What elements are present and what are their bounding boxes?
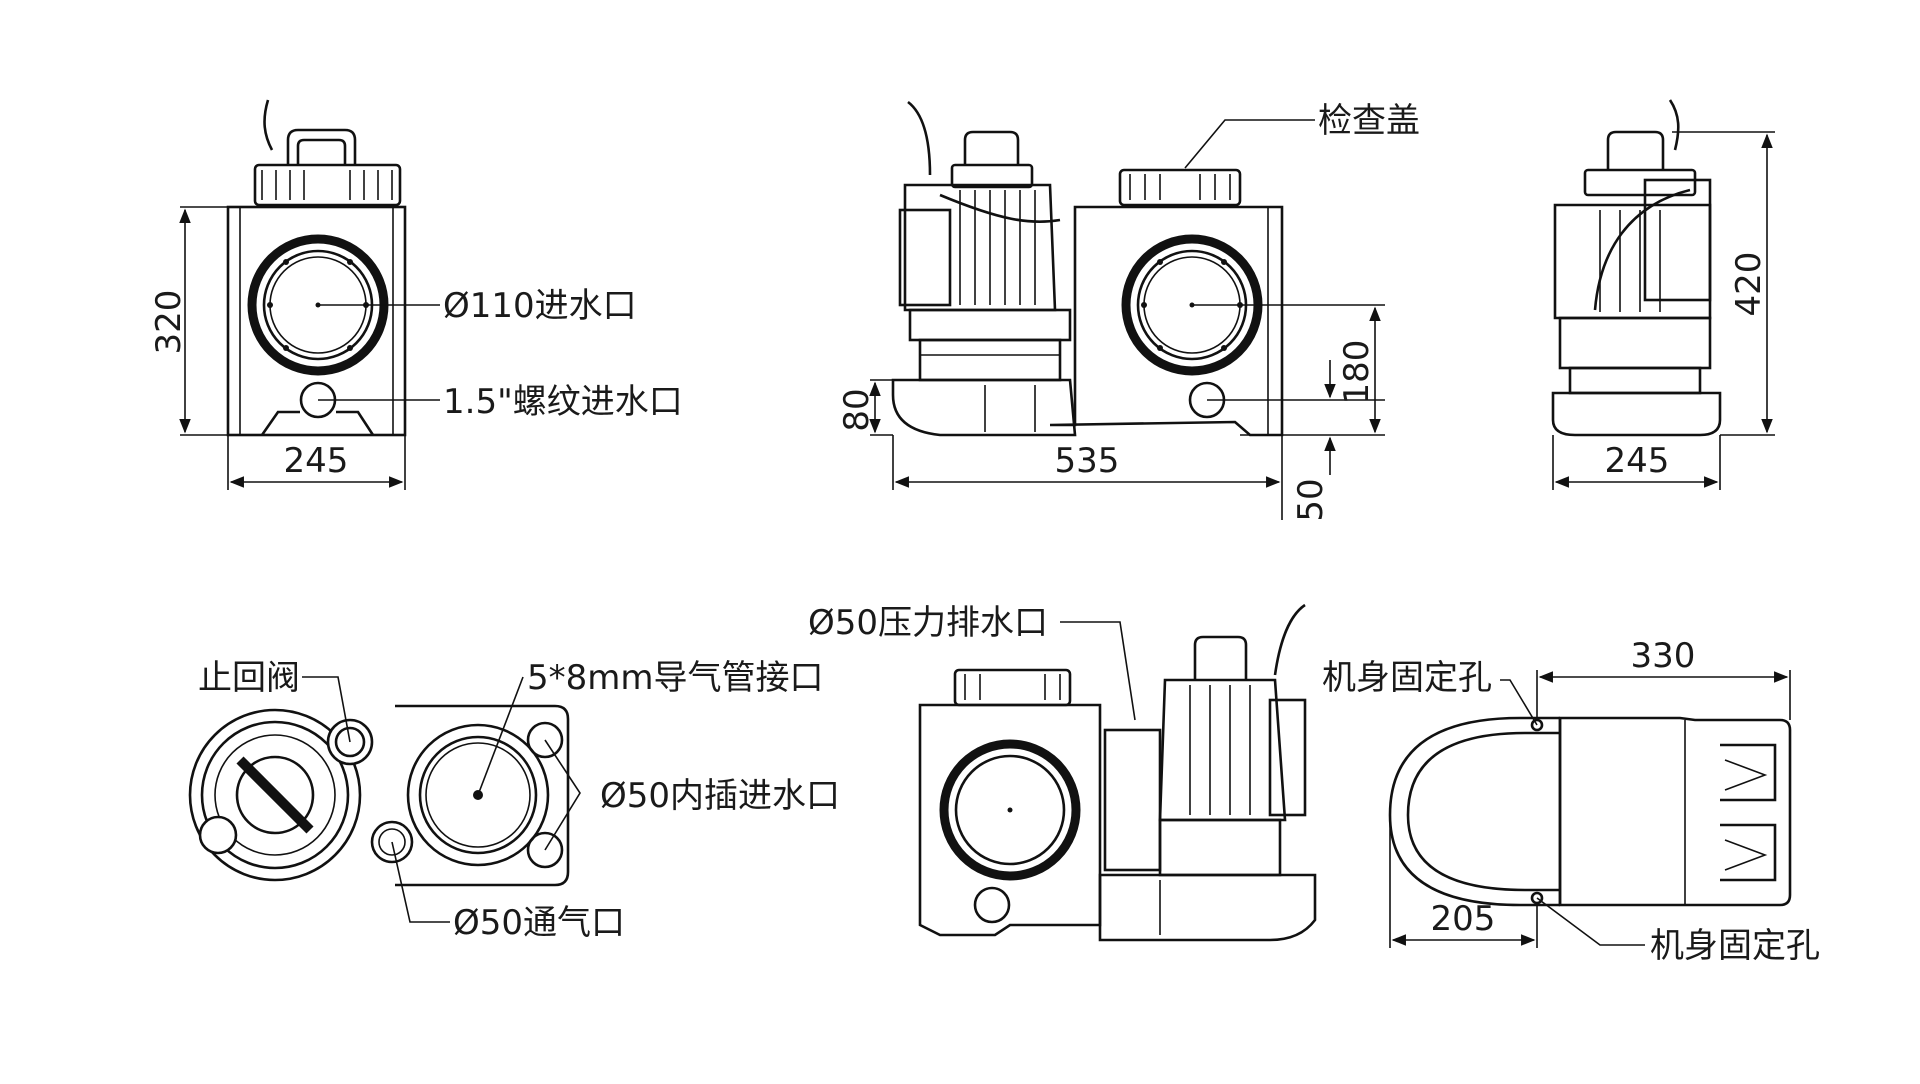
label-inspection-cover: 检查盖 (1318, 101, 1420, 141)
rear-view (1551, 99, 1775, 490)
dim-bottom-width-205: 205 (1431, 899, 1496, 939)
label-air-tube: 5*8mm导气管接口 (527, 658, 824, 698)
front-view (179, 99, 440, 490)
side-view (869, 100, 1385, 520)
label-vent-50: Ø50通气口 (453, 903, 625, 943)
label-threaded-inlet: 1.5"螺纹进水口 (443, 382, 683, 422)
label-mount-hole-top: 机身固定孔 (1322, 658, 1492, 698)
dim-bottom-width-330: 330 (1631, 636, 1696, 676)
dim-front-height: 320 (149, 290, 189, 355)
label-discharge-50: Ø50压力排水口 (808, 603, 1048, 643)
dim-rear-height: 420 (1729, 252, 1769, 317)
dim-side-base-height: 80 (837, 388, 877, 431)
label-check-valve: 止回阀 (198, 658, 300, 698)
dim-side-width: 535 (1055, 441, 1120, 481)
bottom-view (1388, 670, 1792, 948)
label-inlet-110: Ø110进水口 (443, 286, 637, 326)
label-mount-hole-bottom: 机身固定孔 (1650, 926, 1820, 966)
dim-side-bottom: 50 (1291, 478, 1331, 521)
dim-rear-width: 245 (1605, 441, 1670, 481)
dim-side-inlet-height: 180 (1337, 340, 1377, 405)
side-view-2 (918, 603, 1317, 942)
label-inlet-50: Ø50内插进水口 (600, 776, 840, 816)
dim-front-width: 245 (284, 441, 349, 481)
top-view (188, 676, 581, 923)
